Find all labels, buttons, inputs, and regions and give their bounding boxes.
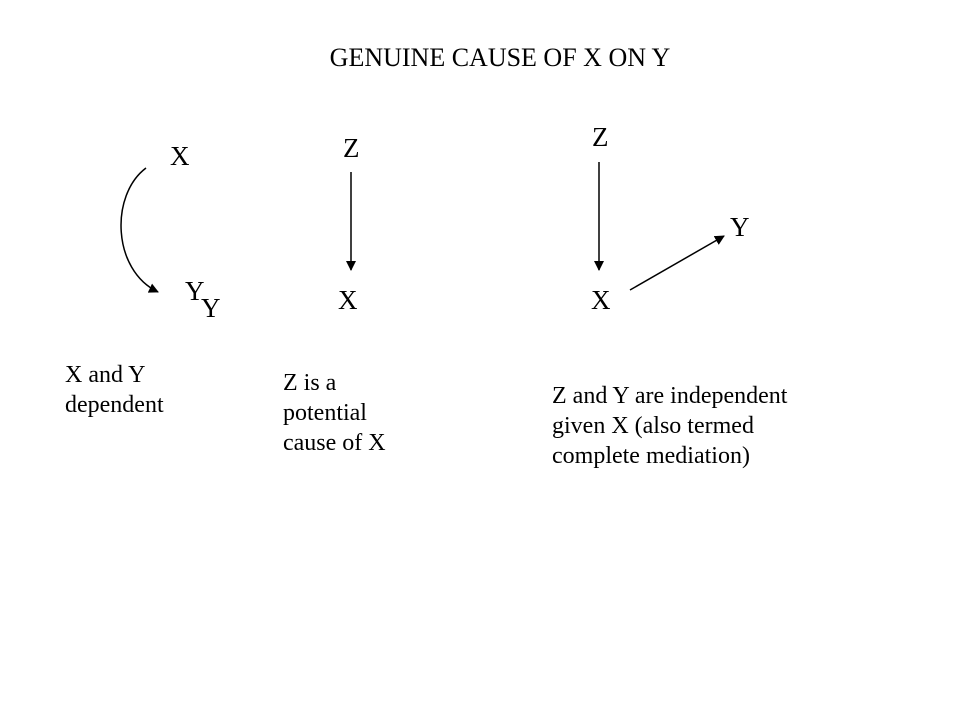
panel1-caption: X and Y dependent bbox=[65, 360, 255, 420]
panel3-node-y: Y bbox=[730, 212, 750, 242]
panel1-node-y-overlap: Y bbox=[201, 293, 221, 323]
panel1-caption-line: dependent bbox=[65, 392, 164, 418]
panel1-node-y: Y bbox=[185, 276, 205, 306]
panel2-node-x: X bbox=[338, 285, 358, 315]
panel3-caption-line: given X (also termed bbox=[552, 413, 754, 439]
panel2-node-z: Z bbox=[343, 133, 360, 163]
panel1-node-x: X bbox=[170, 141, 190, 171]
panel1-caption-line: X and Y bbox=[65, 362, 146, 388]
x-y-dependency-curve bbox=[120, 167, 159, 293]
panel3-caption-line: Z and Y are independent bbox=[552, 383, 788, 409]
panel2-caption: Z is a potential cause of X bbox=[283, 368, 463, 458]
panel3-caption: Z and Y are independent given X (also te… bbox=[552, 381, 912, 471]
panel3-caption-line: complete mediation) bbox=[552, 443, 750, 469]
panel2-caption-line: Z is a bbox=[283, 370, 337, 396]
panel3-node-z: Z bbox=[592, 122, 609, 152]
x-to-y-arrow-panel3 bbox=[629, 235, 725, 291]
panel2-caption-line: cause of X bbox=[283, 430, 386, 456]
page-title: GENUINE CAUSE OF X ON Y bbox=[329, 43, 671, 72]
panel2-caption-line: potential bbox=[283, 400, 367, 426]
panel3-node-x: X bbox=[591, 285, 611, 315]
